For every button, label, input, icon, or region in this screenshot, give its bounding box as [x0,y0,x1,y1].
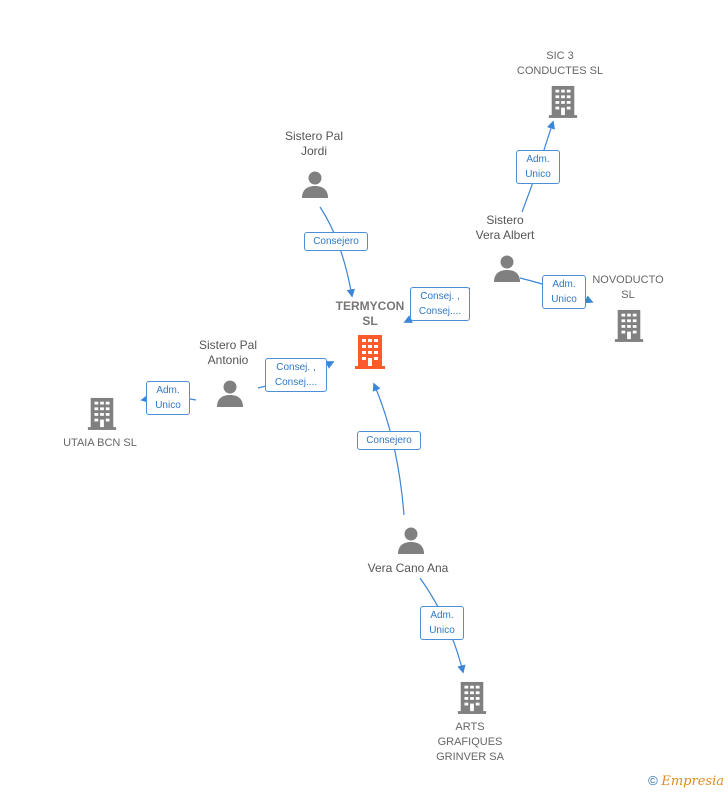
person-icon[interactable] [396,525,426,555]
node-label-pal-jordi[interactable]: Sistero Pal Jordi [284,129,344,158]
node-label-arts[interactable]: ARTS GRAFIQUES GRINVER SA [436,721,504,763]
node-label-novoducto[interactable]: NOVODUCTO SL [592,274,664,301]
building-icon[interactable] [353,333,387,369]
node-label-pal-antonio[interactable]: Sistero Pal Antonio [198,338,258,367]
edge-label-adm-novoducto[interactable]: Adm. Unico [542,275,586,309]
building-icon[interactable] [456,680,488,714]
person-icon[interactable] [215,378,245,408]
edge-jordi-termycon [319,206,355,298]
building-icon[interactable] [86,396,118,430]
node-label-vera-albert[interactable]: Sistero Vera Albert [475,213,535,242]
edge-label-adm-utaia[interactable]: Adm. Unico [146,381,190,415]
edge-label-adm-arts[interactable]: Adm. Unico [420,606,464,640]
edge-label-consejero-ana[interactable]: Consejero [357,431,421,450]
copyright-icon: © [648,773,658,788]
brand-logo: Empresia [661,774,724,789]
edge-label-adm-sic3[interactable]: Adm. Unico [516,150,560,184]
person-icon[interactable] [492,253,522,283]
node-label-sic3[interactable]: SIC 3 CONDUCTES SL [516,50,604,77]
edge-label-consej-antonio[interactable]: Consej. , Consej.... [265,358,327,392]
node-label-vera-cano[interactable]: Vera Cano Ana [367,561,449,575]
building-icon[interactable] [613,308,645,342]
edge-label-consejero-jordi[interactable]: Consejero [304,232,368,251]
node-label-termycon[interactable]: TERMYCON SL [335,299,405,328]
footer-brand[interactable]: © Empresia [648,773,724,789]
node-label-utaia[interactable]: UTAIA BCN SL [63,437,137,449]
person-icon[interactable] [300,169,330,199]
building-icon[interactable] [547,84,579,118]
edge-label-consej-albert[interactable]: Consej. , Consej.... [410,287,470,321]
